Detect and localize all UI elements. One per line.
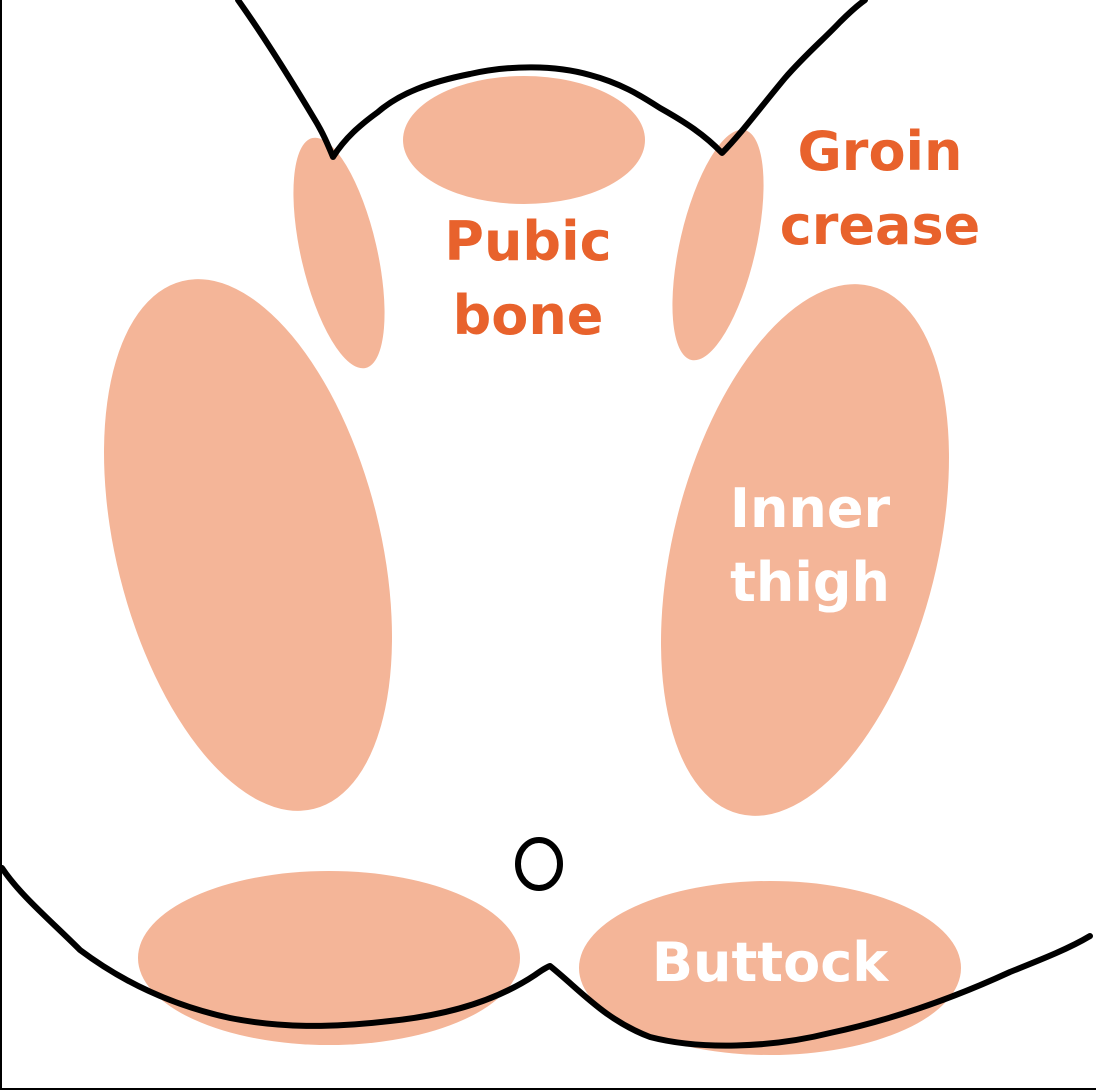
- inner-thigh-label: Inner thigh: [700, 472, 920, 620]
- inner-thigh-zone-left: [104, 279, 392, 811]
- pubic-bone-label: Pubic bone: [418, 205, 638, 353]
- groin-crease-label-line2: crease: [779, 194, 981, 257]
- groin-crease-zone-left: [293, 137, 385, 369]
- inner-thigh-label-line1: Inner: [729, 477, 891, 540]
- groin-crease-zone-right: [672, 129, 764, 361]
- inner-thigh-label-line2: thigh: [730, 551, 890, 614]
- pubic-bone-label-line2: bone: [452, 284, 604, 347]
- buttock-outline: [0, 865, 1093, 1049]
- buttock-label: Buttock: [625, 926, 915, 1000]
- buttock-zone-left: [138, 871, 520, 1045]
- pubic-bone-zone: [403, 76, 645, 204]
- inner-thigh-zone-right: [661, 284, 949, 816]
- groin-crease-label: Groin crease: [760, 115, 1000, 263]
- buttock-zone-right: [579, 881, 961, 1055]
- anus-marker: [515, 837, 563, 891]
- pelvis-outline: [235, 0, 868, 160]
- pubic-bone-label-line1: Pubic: [444, 210, 612, 273]
- groin-crease-label-line1: Groin: [797, 120, 963, 183]
- buttock-label-line1: Buttock: [651, 931, 889, 994]
